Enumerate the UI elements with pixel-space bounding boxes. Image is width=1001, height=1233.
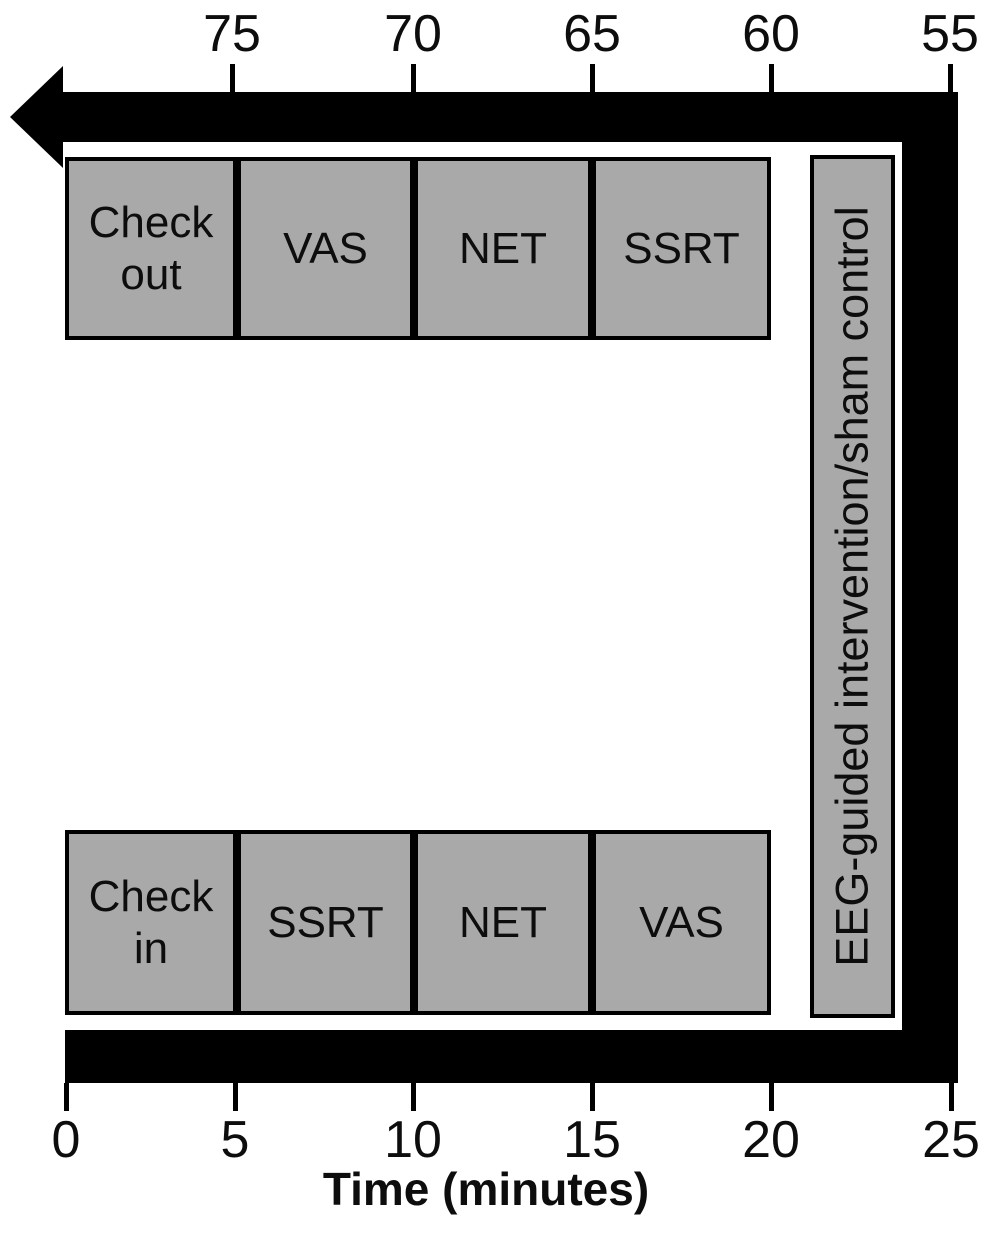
top-axis-tick-mark [411, 64, 416, 92]
intervention-box: EEG-guided intervention/sham control [810, 155, 895, 1018]
bottom-axis-tick-label: 0 [51, 1111, 81, 1169]
task-box-vas-out: VAS [237, 157, 414, 340]
task-box-label: SSRT [267, 897, 384, 947]
x-axis-title: Time (minutes) [322, 1163, 650, 1215]
timeline-arrow-top-band [58, 92, 958, 142]
top-axis-tick-mark [590, 64, 595, 92]
timeline-arrow-bottom-band [65, 1030, 958, 1083]
task-box-label: VAS [639, 897, 724, 947]
intervention-box-label: EEG-guided intervention/sham control [827, 206, 879, 967]
task-box-label: NET [459, 223, 547, 273]
top-axis-tick-mark [230, 64, 235, 92]
timeline-arrow-right-band [902, 92, 958, 1083]
arrow-head-icon [10, 66, 63, 168]
top-axis-tick-label: 55 [921, 5, 979, 63]
bottom-axis-tick-label: 10 [384, 1111, 442, 1169]
top-axis-tick-mark [948, 64, 953, 92]
task-box-label: SSRT [623, 223, 740, 273]
task-box-vas-in: VAS [592, 830, 771, 1015]
bottom-axis-tick-label: 25 [922, 1111, 980, 1169]
task-box-label: Check in [88, 871, 214, 973]
task-box-check-out: Check out [65, 157, 237, 340]
top-axis-tick-label: 65 [563, 5, 621, 63]
task-box-label: Check out [88, 197, 214, 299]
bottom-axis-tick-mark [590, 1083, 595, 1111]
task-box-label: VAS [283, 223, 368, 273]
task-box-net-out: NET [414, 157, 592, 340]
task-box-label: NET [459, 897, 547, 947]
top-axis-tick-mark [769, 64, 774, 92]
bottom-axis-tick-mark [233, 1083, 238, 1111]
bottom-axis-tick-label: 15 [563, 1111, 621, 1169]
task-box-ssrt-out: SSRT [592, 157, 771, 340]
bottom-axis-tick-label: 20 [742, 1111, 800, 1169]
task-box-check-in: Check in [65, 830, 237, 1015]
bottom-axis-tick-mark [949, 1083, 954, 1111]
task-box-net-in: NET [414, 830, 592, 1015]
task-box-ssrt-in: SSRT [237, 830, 414, 1015]
top-axis-tick-label: 75 [203, 5, 261, 63]
bottom-axis-tick-mark [411, 1083, 416, 1111]
bottom-axis-tick-mark [769, 1083, 774, 1111]
bottom-axis-tick-label: 5 [220, 1111, 250, 1169]
top-axis-tick-label: 70 [384, 5, 442, 63]
top-axis-tick-label: 60 [742, 5, 800, 63]
bottom-axis-tick-mark [64, 1083, 69, 1111]
